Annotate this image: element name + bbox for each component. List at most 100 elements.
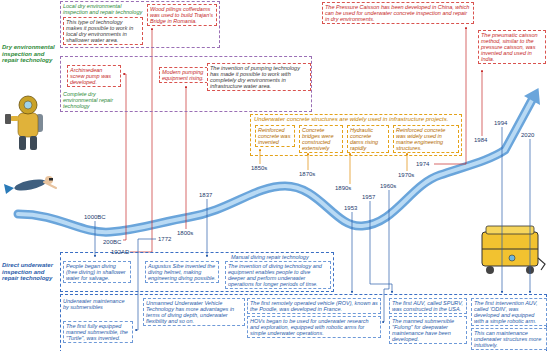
event-box: HOVs began to be used for underwater res… — [247, 316, 381, 338]
label-slot: Dry environmental inspection and repair … — [2, 44, 58, 64]
label-slot: 1772 — [158, 236, 171, 243]
leader-line — [123, 74, 126, 240]
leader-line — [130, 28, 152, 252]
region-heading: Underwater maintenance by submersibles — [63, 298, 127, 310]
region-heading: Underwater concrete structures are widel… — [254, 116, 460, 123]
leader-line — [352, 212, 353, 293]
leader-line — [186, 86, 187, 229]
label-slot: 1957 — [362, 194, 375, 201]
leader-line — [482, 70, 483, 136]
rov-frame — [482, 232, 538, 266]
event-box: Unmanned Underwater Vehicle Technology h… — [143, 298, 245, 326]
category-label: Direct underwater inspection and repair … — [2, 262, 58, 282]
event-box: This can maintenance underwater structur… — [471, 328, 547, 350]
event-box: The first fully equipped manned submersi… — [63, 321, 133, 343]
event-text: Hydraulic concrete dams rising rapidly — [350, 127, 386, 151]
event-box: The invention of diving technology and e… — [225, 261, 331, 289]
label-slot: 1970s — [398, 172, 414, 179]
event-text: Wood pilings cofferdams was used to buil… — [150, 6, 214, 24]
rov-arm — [538, 258, 545, 270]
leader-line — [502, 127, 503, 293]
rov-camera — [509, 255, 515, 261]
label-slot: 1837 — [199, 192, 212, 199]
label-slot: Direct underwater inspection and repair … — [2, 262, 58, 282]
event-box: The pneumatic caisson method, similar to… — [478, 30, 546, 64]
rov-bar — [482, 249, 538, 250]
year-label: 1953 — [344, 205, 357, 212]
event-box: The Pressure Caisson has been developed … — [322, 2, 474, 24]
event-box: Hydraulic concrete dams rising rapidly — [347, 125, 389, 153]
label-slot: 2020 — [521, 132, 534, 139]
event-text: This can maintenance underwater structur… — [474, 330, 544, 348]
year-label: 1970s — [398, 172, 414, 179]
label-slot: 1984 — [474, 137, 487, 144]
event-text: This type of technology makes it possibl… — [66, 19, 140, 43]
event-text: The first fully equipped manned submersi… — [66, 323, 130, 341]
label-slot: 1890s — [335, 185, 351, 192]
label-slot: 200BC — [103, 239, 121, 246]
event-box: The manned submersible "Fulong" for deep… — [389, 316, 467, 344]
event-box: People began diving (free diving) in sha… — [63, 261, 131, 283]
diver-tool — [5, 114, 11, 124]
leader-line — [530, 139, 531, 293]
event-box: Reinforced concrete was widely used in m… — [393, 125, 459, 153]
event-text: The Pressure Caisson has been developed … — [325, 4, 471, 22]
year-label: 1772 — [158, 236, 171, 243]
year-label: 200BC — [103, 239, 121, 246]
event-text: Concrete bridges were constructed extens… — [302, 127, 340, 151]
event-text: Unmanned Underwater Vehicle Technology h… — [146, 300, 242, 324]
region-heading: Manual diving repair technology — [231, 254, 331, 260]
event-text: The invention of pumping technology has … — [210, 65, 308, 89]
dashed-region: Underwater maintenance by submersibles Un… — [60, 294, 547, 351]
event-text: The manned submersible "Fulong" for deep… — [392, 318, 464, 342]
event-text: The first AUV, called SPURV, was constru… — [392, 300, 464, 312]
event-text: Modern pumping equipment rising. — [162, 69, 210, 81]
label-slot: 1850s — [251, 165, 267, 172]
event-text: Archimedean screw pump was developed. — [70, 67, 118, 85]
year-label: 1974 — [416, 161, 429, 168]
leader-line — [207, 199, 208, 257]
year-label: 1994 — [494, 120, 507, 127]
helmet-diver-illustration — [5, 96, 43, 150]
diver-body — [18, 113, 38, 137]
event-box: The first intervention AUV, called 'ODIN… — [471, 298, 547, 326]
event-box: Modern pumping equipment rising. — [159, 67, 213, 83]
event-box: Reinforced concrete was invented — [255, 125, 295, 147]
year-label: 1800s — [177, 230, 193, 237]
event-box: The first AUV, called SPURV, was constru… — [389, 298, 467, 314]
year-label: 1890s — [335, 185, 351, 192]
dashed-region: Complete dry environmental repair techno… — [60, 56, 312, 112]
leader-line — [260, 149, 261, 164]
diver-leg — [30, 136, 37, 150]
year-label: 2020 — [521, 132, 534, 139]
year-label: 1960s — [380, 183, 396, 190]
event-text: The first intervention AUV, called 'ODIN… — [474, 300, 544, 324]
leader-line — [382, 190, 389, 322]
year-label: 1957 — [362, 194, 375, 201]
year-label: 1000BC — [84, 214, 106, 221]
event-text: The invention of diving technology and e… — [228, 263, 328, 287]
swimmer-body — [13, 177, 46, 192]
diver-arm — [10, 116, 19, 121]
label-slot: 1800s — [177, 230, 193, 237]
timeline-wave — [18, 100, 532, 232]
swimmer-arm — [44, 182, 56, 188]
label-slot: 102AD — [111, 249, 129, 256]
label-slot: 1974 — [416, 161, 429, 168]
dashed-region: Local dry environmental inspection and r… — [60, 1, 220, 48]
event-text: The first remotely operated vehicle (ROV… — [250, 300, 378, 312]
year-label: 1837 — [199, 192, 212, 199]
timeline-arrowhead — [524, 88, 540, 105]
dashed-region: Underwater concrete structures are widel… — [250, 114, 462, 156]
event-box: Wood pilings cofferdams was used to buil… — [147, 4, 217, 26]
year-label: 1984 — [474, 137, 487, 144]
event-box: Concrete bridges were constructed extens… — [299, 125, 343, 153]
diver-leg — [19, 136, 26, 150]
swimmer-mask — [49, 178, 53, 181]
event-box: Augustus Sibe invented the diving helmet… — [145, 261, 219, 283]
event-text: Reinforced concrete was invented — [258, 127, 292, 145]
year-label: 1870s — [299, 171, 315, 178]
region-heading: Complete dry environmental repair techno… — [63, 91, 119, 109]
label-slot: 1870s — [299, 171, 315, 178]
